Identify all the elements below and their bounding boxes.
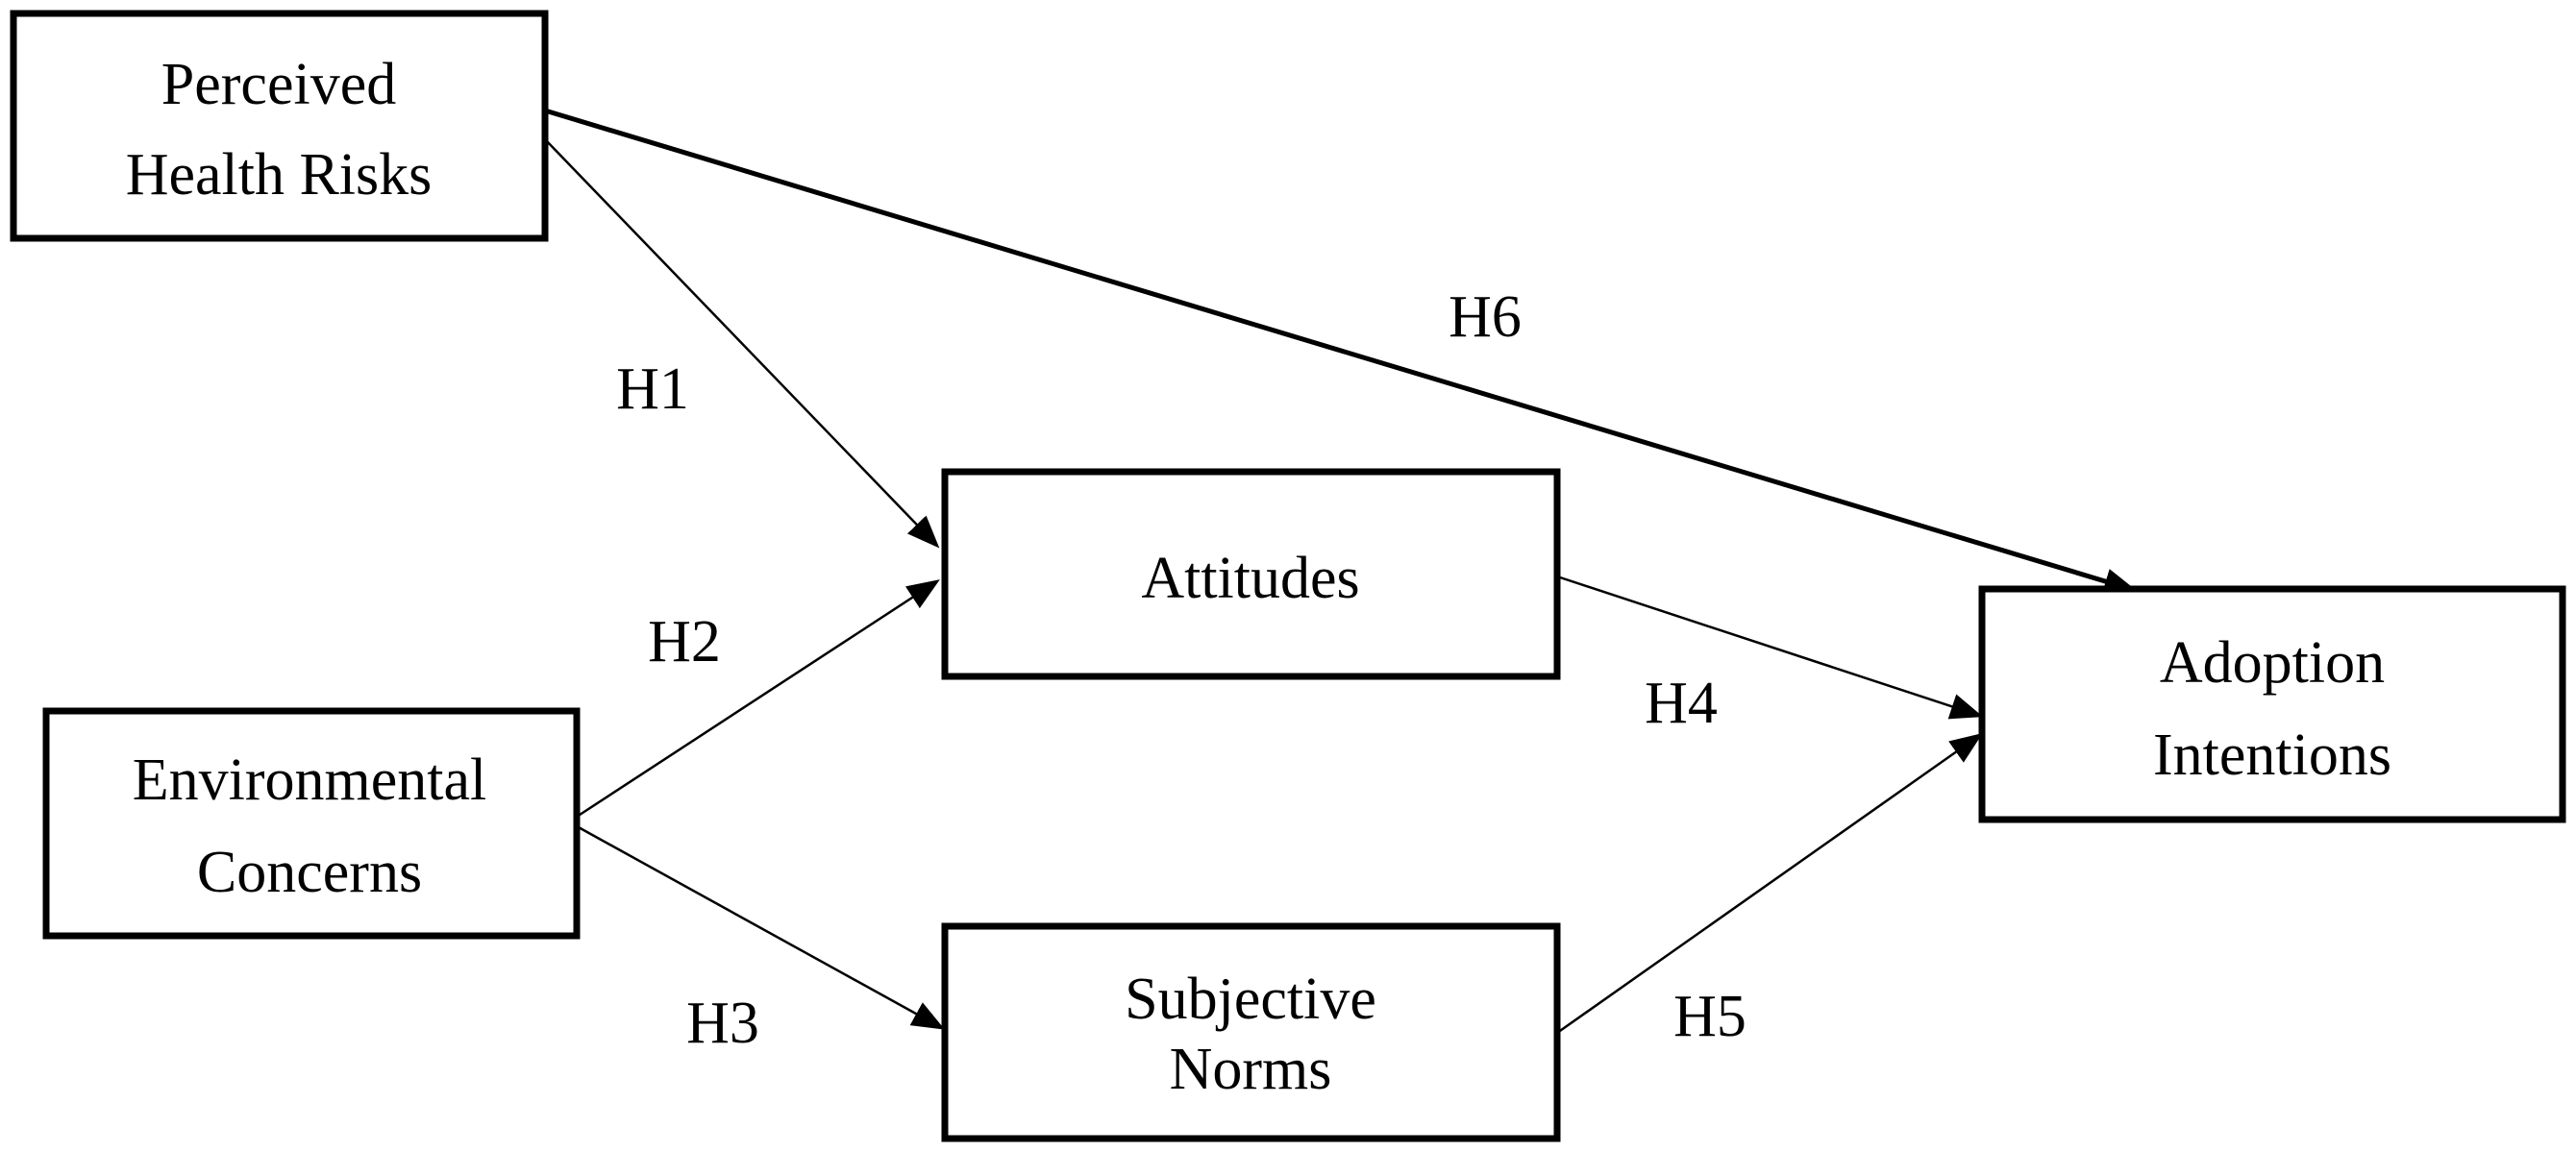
edge-h2 <box>576 579 940 819</box>
node-label-line2: Concerns <box>197 840 422 905</box>
node-label-line2: Intentions <box>2153 723 2391 788</box>
edge-h4 <box>1556 575 1984 720</box>
node-label-line1: Attitudes <box>1141 546 1359 611</box>
node-label-line1: Adoption <box>2160 630 2385 696</box>
node-label-line1: Subjective <box>1125 967 1376 1032</box>
node-environmental-concerns: Environmental Concerns <box>42 707 581 940</box>
edge-h3 <box>576 824 945 1030</box>
hypothesis-label-h1: H1 <box>616 356 689 422</box>
node-label-line2: Health Risks <box>126 142 433 208</box>
hypothesis-label-h3: H3 <box>686 991 759 1056</box>
edge-h5 <box>1556 733 1983 1035</box>
edge-h1 <box>544 138 940 549</box>
node-perceived-health-risks: Perceived Health Risks <box>10 10 549 242</box>
hypothesis-label-h4: H4 <box>1645 671 1718 736</box>
hypothesis-label-h5: H5 <box>1673 984 1746 1049</box>
node-label-line2: Norms <box>1170 1037 1332 1102</box>
node-attitudes: Attitudes <box>941 468 1561 680</box>
hypothesis-label-h2: H2 <box>648 609 721 674</box>
node-label-line1: Environmental <box>133 748 486 813</box>
node-label-line1: Perceived <box>161 52 396 117</box>
node-adoption-intentions: Adoption Intentions <box>1978 585 2566 823</box>
hypothesis-label-h6: H6 <box>1449 284 1522 350</box>
node-subjective-norms: Subjective Norms <box>941 922 1561 1142</box>
edge-h6 <box>544 108 2138 595</box>
